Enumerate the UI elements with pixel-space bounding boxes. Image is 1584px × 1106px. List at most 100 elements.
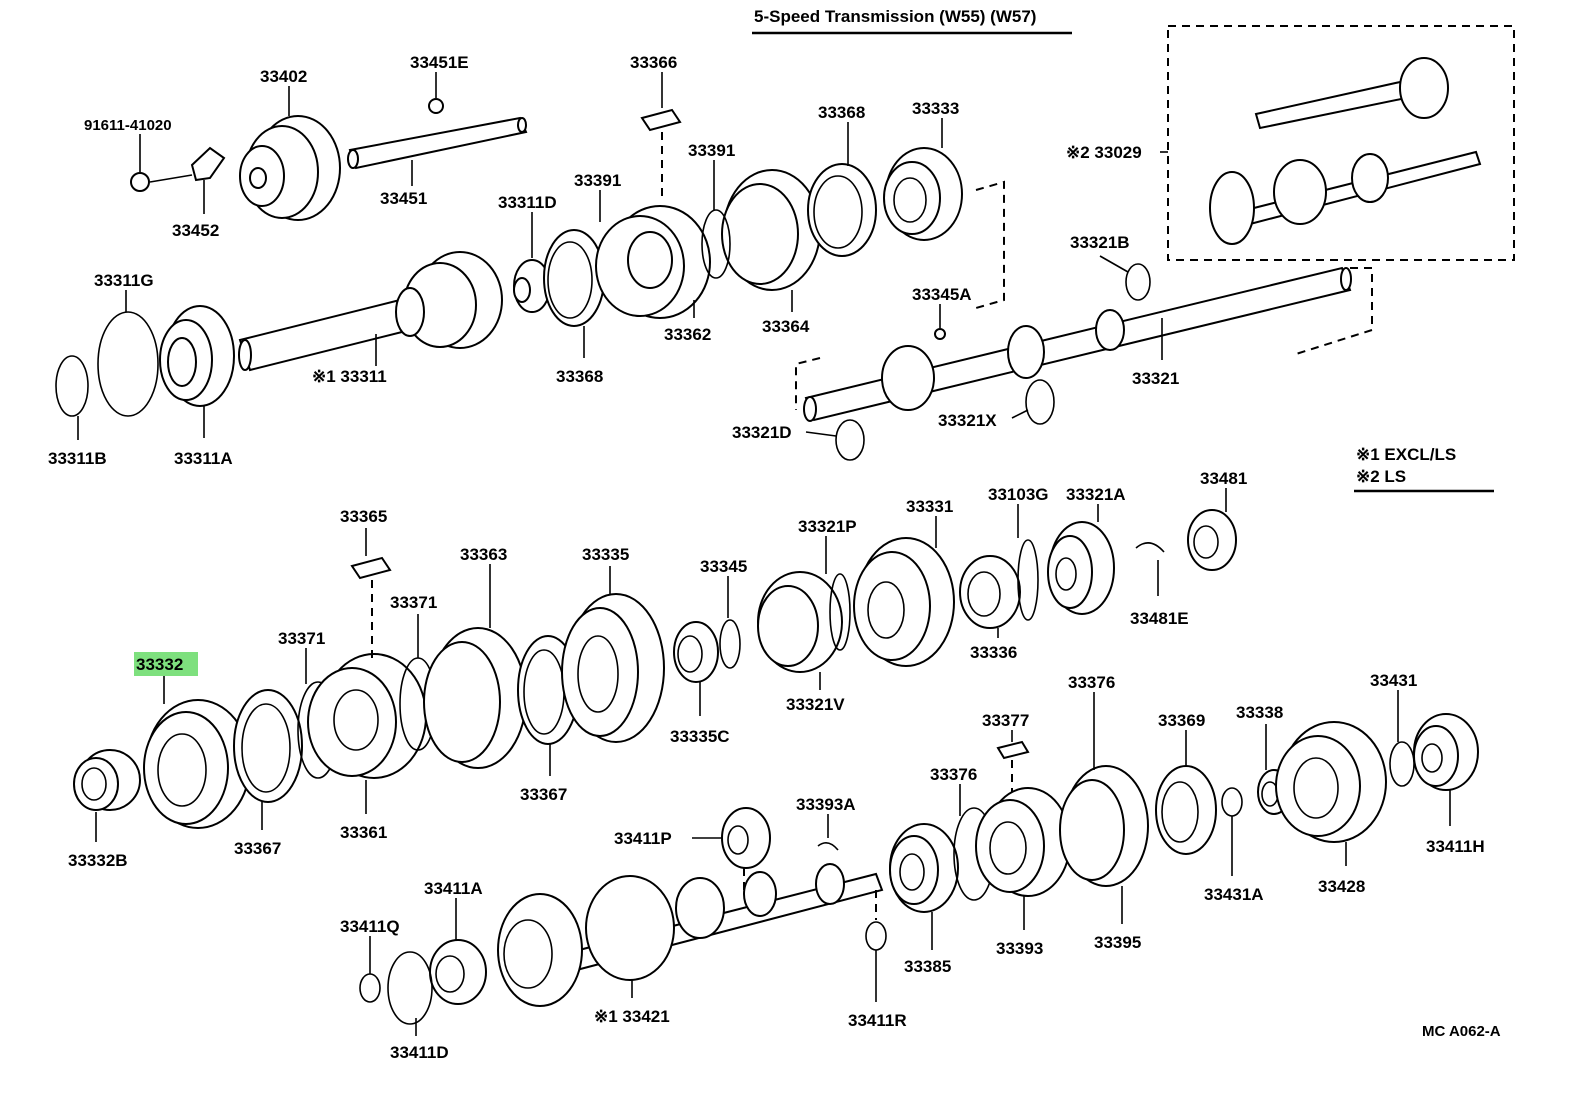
label-33311B[interactable]: 33311B (48, 449, 107, 468)
label-33411H[interactable]: 33411H (1426, 837, 1485, 856)
gear-33481-illustration (1187, 509, 1237, 571)
label-33321V[interactable]: 33321V (786, 695, 845, 714)
clip-33451E-illustration (428, 98, 444, 114)
label-33395[interactable]: 33395 (1094, 933, 1141, 952)
label-33029[interactable]: ※2 33029 (1066, 143, 1142, 162)
label-33333[interactable]: 33333 (912, 99, 959, 118)
label-33311D[interactable]: 33311D (498, 193, 557, 212)
label-33411D[interactable]: 33411D (390, 1043, 449, 1062)
snap-ring-33311G-illustration (97, 311, 159, 417)
label-33321A[interactable]: 33321A (1066, 485, 1126, 504)
ring-33411Q-illustration (359, 973, 381, 1003)
label-33311G[interactable]: 33311G (94, 271, 154, 290)
needle-bearing-33332B-illustration (73, 749, 141, 811)
label-33391-right[interactable]: 33391 (688, 141, 735, 160)
gear-33402-illustration (239, 115, 341, 221)
label-33411Q[interactable]: 33411Q (340, 917, 400, 936)
label-33362[interactable]: 33362 (664, 325, 711, 344)
clip-33481E-illustration (1135, 542, 1165, 553)
label-33321X[interactable]: 33321X (938, 411, 997, 430)
label-33385[interactable]: 33385 (904, 957, 951, 976)
label-33377[interactable]: 33377 (982, 711, 1029, 730)
label-33367-left[interactable]: 33367 (234, 839, 281, 858)
ring-33321X-illustration (1025, 379, 1055, 425)
label-33311[interactable]: ※1 33311 (312, 367, 387, 386)
washer-33431-illustration (1389, 741, 1415, 787)
label-33336[interactable]: 33336 (970, 643, 1017, 662)
label-33321D[interactable]: 33321D (732, 423, 792, 442)
bearing-33321A-illustration (1047, 521, 1115, 615)
label-33402[interactable]: 33402 (260, 67, 307, 86)
label-33481[interactable]: 33481 (1200, 469, 1247, 488)
needle-bearing-33335C-illustration (673, 621, 719, 683)
bearing-33336-illustration (959, 555, 1021, 629)
label-33391-left[interactable]: 33391 (574, 171, 621, 190)
label-33345A[interactable]: 33345A (912, 285, 972, 304)
label-33332B[interactable]: 33332B (68, 851, 128, 870)
main-shaft-33321-illustration (803, 266, 1352, 422)
snap-ring-33411D-illustration (387, 951, 433, 1025)
label-33371-left[interactable]: 33371 (278, 629, 325, 648)
synchro-ring-33368a-illustration (807, 163, 877, 257)
hub-33362-illustration (595, 205, 711, 319)
key-33452-illustration (190, 146, 226, 182)
highlight-33332 (134, 652, 198, 676)
label-33345[interactable]: 33345 (700, 557, 747, 576)
label-33428[interactable]: 33428 (1318, 877, 1365, 896)
label-33368-lower[interactable]: 33368 (556, 367, 603, 386)
label-33361[interactable]: 33361 (340, 823, 387, 842)
label-33411P[interactable]: 33411P (614, 829, 672, 848)
gear-33428-illustration (1275, 721, 1387, 843)
key-33377-illustration (996, 740, 1030, 760)
label-33451E[interactable]: 33451E (410, 53, 469, 72)
label-33421[interactable]: ※1 33421 (594, 1007, 670, 1026)
label-33363[interactable]: 33363 (460, 545, 507, 564)
label-33411R[interactable]: 33411R (848, 1011, 907, 1030)
bearing-33411P-illustration (721, 807, 771, 869)
label-33393A[interactable]: 33393A (796, 795, 856, 814)
label-33338[interactable]: 33338 (1236, 703, 1283, 722)
label-33321B[interactable]: 33321B (1070, 233, 1130, 252)
sleeve-33395-illustration (1059, 765, 1149, 887)
bolt-91611-illustration (130, 172, 150, 192)
key-33366-illustration (640, 108, 682, 132)
ball-33345A-illustration (934, 328, 946, 340)
ring-33321B-illustration (1125, 263, 1151, 301)
label-33393[interactable]: 33393 (996, 939, 1043, 958)
label-33481E[interactable]: 33481E (1130, 609, 1189, 628)
ring-33411R-illustration (865, 921, 887, 951)
shaft-33029-upper-illustration (1254, 57, 1449, 130)
label-33366[interactable]: 33366 (630, 53, 677, 72)
label-33431[interactable]: 33431 (1370, 671, 1417, 690)
label-33367-right[interactable]: 33367 (520, 785, 567, 804)
label-33431A[interactable]: 33431A (1204, 885, 1264, 904)
label-33365[interactable]: 33365 (340, 507, 387, 526)
label-33321P[interactable]: 33321P (798, 517, 857, 536)
label-33311A[interactable]: 33311A (174, 449, 233, 468)
label-33332[interactable]: 33332 (136, 655, 183, 674)
label-91611-41020[interactable]: 91611-41020 (84, 117, 172, 134)
label-33368-upper[interactable]: 33368 (818, 103, 865, 122)
label-33364[interactable]: 33364 (762, 317, 810, 336)
label-33335C[interactable]: 33335C (670, 727, 730, 746)
label-33335[interactable]: 33335 (582, 545, 629, 564)
label-33371-right[interactable]: 33371 (390, 593, 437, 612)
label-33103G[interactable]: 33103G (988, 485, 1049, 504)
label-33376-left[interactable]: 33376 (930, 765, 977, 784)
label-33331[interactable]: 33331 (906, 497, 953, 516)
hub-33361-illustration (307, 653, 427, 779)
bearing-33411A-illustration (429, 939, 487, 1005)
label-33321[interactable]: 33321 (1132, 369, 1179, 388)
legend-line-1: ※1 EXCL/LS (1356, 445, 1456, 464)
label-33369[interactable]: 33369 (1158, 711, 1205, 730)
label-33411A[interactable]: 33411A (424, 879, 483, 898)
bearing-33321V-illustration (757, 571, 843, 673)
label-33376-right[interactable]: 33376 (1068, 673, 1115, 692)
label-33451[interactable]: 33451 (380, 189, 427, 208)
label-33452[interactable]: 33452 (172, 221, 219, 240)
bearing-33311A-illustration (159, 305, 235, 407)
sleeve-33363-illustration (423, 627, 527, 769)
ring-33321D-illustration (835, 419, 865, 461)
gear-33333-illustration (883, 147, 963, 241)
